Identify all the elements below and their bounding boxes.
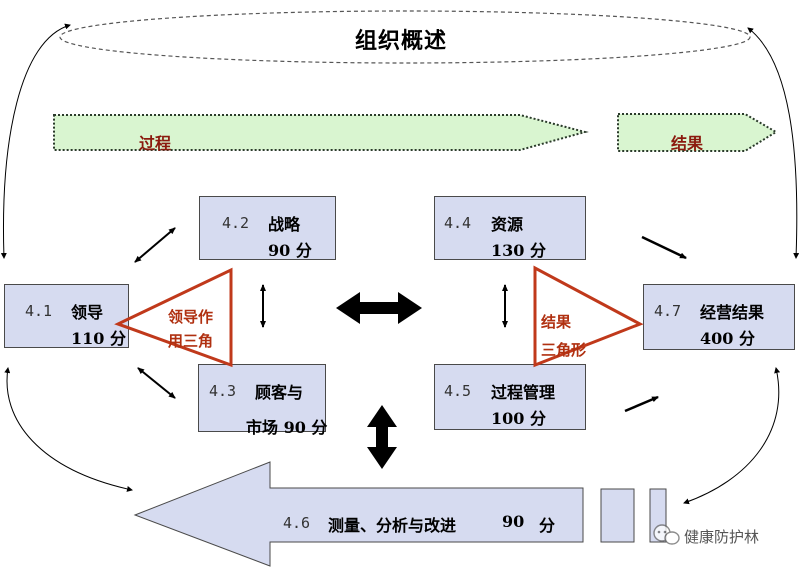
box-4-3-number: 4.3 — [209, 382, 237, 400]
results-triangle-line2: 三角形 — [541, 341, 587, 359]
box-4-7-business-results: 4.7 经营结果 400 分 — [643, 284, 795, 350]
box-4-4-score: 130 分 — [491, 241, 546, 260]
small-bar-right — [649, 488, 667, 543]
page-title: 组织概述 — [355, 29, 448, 54]
right-top-arc — [747, 27, 800, 259]
box-4-3-score: 市场 90 分 — [246, 418, 328, 437]
process-band-label: 过程 — [139, 134, 172, 153]
box-4-2-number: 4.2 — [222, 214, 250, 232]
box-4-6-unit: 分 — [539, 516, 556, 535]
box-4-5-score: 100 分 — [491, 409, 546, 428]
thick-vertical-double-arrow — [367, 405, 397, 469]
leadership-triangle-label: 领导作 用三角 — [168, 305, 213, 353]
box-4-6-number: 4.6 — [283, 514, 311, 532]
box-4-5-process-management: 4.5 过程管理 100 分 — [434, 364, 586, 430]
box-4-5-name: 过程管理 — [491, 383, 556, 402]
right-bottom-arc — [683, 367, 781, 505]
results-triangle-line1: 结果 — [541, 313, 572, 331]
box-4-4-number: 4.4 — [444, 214, 472, 232]
box-4-4-resources: 4.4 资源 130 分 — [434, 196, 586, 260]
box-4-7-name: 经营结果 — [700, 303, 765, 322]
arrow-44-47 — [641, 235, 687, 260]
process-band-arrow — [53, 114, 589, 151]
box-4-1-score: 110 分 — [71, 329, 126, 348]
leadership-triangle-line2: 用三角 — [168, 332, 214, 350]
results-band-arrow — [617, 113, 778, 152]
leadership-triangle-line1: 领导作 — [168, 308, 214, 326]
box-4-1-leadership: 4.1 领导 110 分 — [4, 284, 129, 348]
box-4-1-number: 4.1 — [25, 302, 53, 320]
left-top-arc — [0, 23, 71, 259]
box-4-7-score: 400 分 — [700, 329, 755, 348]
box-4-6-name: 测量、分析与改进 — [328, 516, 457, 535]
watermark-text: 健康防护林 — [684, 528, 760, 546]
arrow-45-47 — [624, 395, 659, 413]
box-4-2-score: 90 分 — [268, 241, 312, 260]
arrow-41-42 — [134, 227, 176, 263]
box-4-3-customer-market: 4.3 顾客与 — [198, 364, 326, 432]
measure-arrow-shape — [133, 461, 584, 567]
box-4-6-score: 90 — [502, 512, 525, 531]
box-4-4-name: 资源 — [491, 215, 524, 234]
box-4-2-name: 战略 — [268, 215, 301, 234]
results-band-label: 结果 — [671, 134, 704, 153]
thick-horizontal-double-arrow — [336, 292, 422, 324]
box-4-5-number: 4.5 — [444, 382, 472, 400]
arrow-41-43 — [137, 367, 176, 399]
results-triangle-label: 结果 三角形 — [541, 308, 586, 364]
box-4-1-name: 领导 — [71, 303, 104, 322]
box-4-3-name: 顾客与 — [255, 383, 304, 402]
box-4-2-strategy: 4.2 战略 90 分 — [199, 196, 336, 260]
box-4-7-number: 4.7 — [654, 302, 682, 320]
small-bar-left — [600, 488, 635, 543]
left-bottom-arc — [4, 367, 133, 492]
